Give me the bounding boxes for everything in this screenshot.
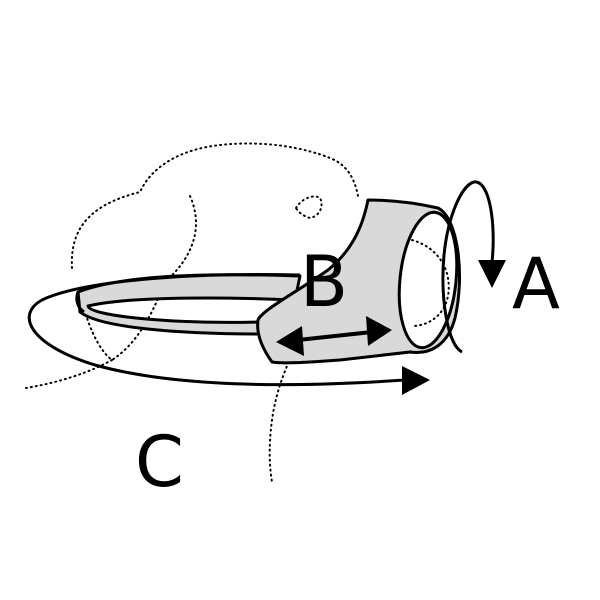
sleeve-opening bbox=[397, 210, 459, 350]
label-b: B bbox=[300, 241, 348, 323]
circumference-arrow-c-path bbox=[27, 272, 406, 387]
rotation-arrow-a-head bbox=[478, 260, 506, 288]
rotation-arrow-a bbox=[441, 180, 506, 354]
length-arrow-b-right-head bbox=[366, 316, 392, 346]
length-arrow-b bbox=[276, 316, 392, 356]
dog-head-top-outline bbox=[70, 142, 359, 269]
length-arrow-b-left-head bbox=[276, 326, 304, 356]
label-a: A bbox=[512, 243, 560, 325]
circumference-arrow-c bbox=[27, 272, 430, 395]
label-c: C bbox=[135, 421, 184, 503]
strap-outer-edge bbox=[75, 291, 85, 314]
rotation-arrow-a-path bbox=[441, 180, 495, 354]
length-arrow-b-line bbox=[297, 330, 373, 342]
circumference-arrow-c-head bbox=[402, 366, 430, 395]
nose-dotted-outline bbox=[411, 239, 450, 327]
dog-jaw-outline bbox=[25, 359, 113, 389]
muzzle-sleeve bbox=[256, 198, 461, 365]
dog-eye-outline bbox=[294, 195, 323, 220]
